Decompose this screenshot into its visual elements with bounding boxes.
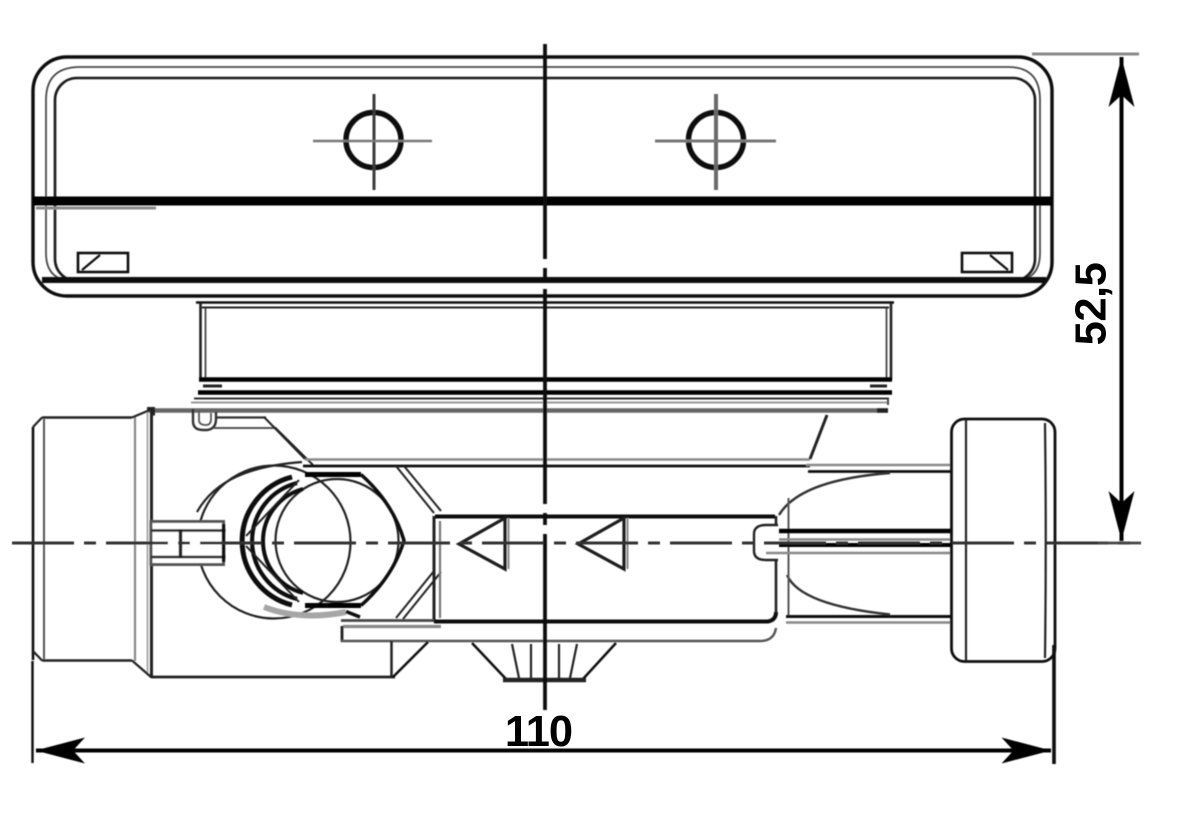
svg-text:52,5: 52,5 xyxy=(1068,263,1116,346)
svg-text:110: 110 xyxy=(505,708,572,756)
